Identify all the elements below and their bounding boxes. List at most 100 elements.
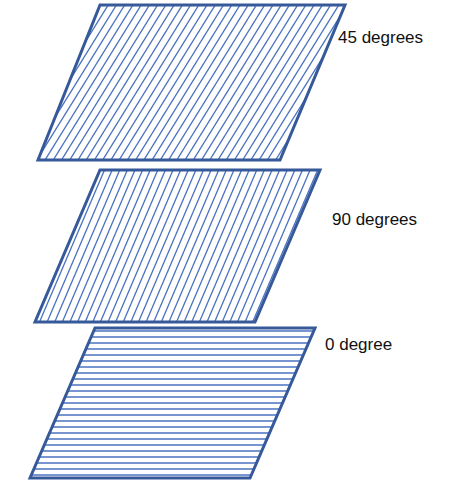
hatch-line: [0, 408, 461, 409]
hatch-line: [214, 0, 461, 480]
hatch-line: [0, 300, 461, 301]
hatch-line: [0, 396, 461, 397]
hatch-line: [0, 120, 461, 121]
hatch-line: [183, 0, 461, 480]
hatch-line: [2, 0, 317, 480]
hatch-line: [0, 0, 265, 480]
hatch-line: [0, 192, 461, 193]
hatch-line: [150, 0, 461, 480]
hatch-line: [201, 0, 461, 480]
hatch-line: [94, 0, 461, 480]
hatch-line: [240, 0, 461, 480]
hatch-line: [208, 0, 461, 480]
hatch-line: [163, 0, 461, 480]
hatch-line: [0, 276, 461, 277]
hatch-line: [0, 258, 461, 259]
hatch-line: [0, 114, 461, 115]
hatch-line: [0, 0, 147, 264]
hatch-line: [0, 246, 461, 247]
hatch-line: [285, 0, 461, 480]
hatch-line: [165, 0, 461, 480]
hatch-line: [34, 0, 456, 456]
hatching: [0, 103, 461, 480]
hatch-line: [207, 0, 461, 480]
hatch-line: [153, 0, 461, 480]
hatch-line: [0, 0, 310, 480]
hatch-line: [189, 0, 461, 480]
hatch-line: [0, 0, 201, 480]
hatch-line: [0, 0, 78, 480]
hatch-line: [253, 0, 461, 480]
hatch-line: [0, 108, 461, 109]
hatch-line: [169, 0, 461, 480]
hatch-line: [136, 0, 461, 480]
hatch-line: [0, 324, 461, 325]
hatch-line: [0, 252, 461, 253]
hatch-line: [0, 174, 461, 175]
hatch-line: [0, 366, 461, 367]
hatch-line: [0, 132, 461, 133]
hatch-line: [176, 0, 461, 480]
hatch-line: [0, 0, 65, 480]
hatch-line: [0, 0, 155, 480]
hatch-line: [0, 126, 461, 127]
hatch-line: [291, 0, 461, 480]
hatch-line: [0, 0, 252, 480]
hatch-line: [0, 444, 461, 445]
ply-outline: [35, 170, 320, 322]
hatch-line: [8, 0, 323, 480]
hatch-line: [0, 0, 373, 405]
hatch-line: [0, 162, 461, 163]
hatch-line: [34, 0, 349, 480]
hatch-line: [47, 0, 362, 480]
hatch-line: [98, 0, 413, 480]
hatch-line: [130, 0, 461, 480]
hatch-line: [143, 0, 458, 480]
ply-outline: [38, 5, 345, 160]
hatch-line: [0, 0, 194, 294]
hatch-line: [0, 0, 104, 480]
hatch-line: [195, 0, 461, 480]
hatch-line: [0, 0, 175, 480]
hatch-line: [0, 474, 461, 475]
hatch-line: [0, 0, 224, 312]
hatch-line: [0, 138, 461, 139]
hatch-line: [0, 462, 461, 463]
hatch-line: [0, 450, 461, 451]
ply-angle-label: 45 degrees: [338, 28, 423, 48]
hatch-line: [40, 0, 355, 480]
hatch-line: [201, 0, 461, 480]
hatch-line: [137, 0, 452, 480]
hatch-line: [0, 426, 461, 427]
hatch-line: [86, 0, 401, 480]
hatch-line: [0, 0, 396, 419]
hatch-line: [0, 432, 461, 433]
hatch-line: [79, 0, 394, 480]
hatch-line: [112, 0, 461, 480]
hatch-line: [0, 180, 461, 181]
hatch-line: [0, 0, 136, 480]
hatch-line: [0, 294, 461, 295]
hatch-line: [234, 0, 461, 480]
hatch-line: [0, 282, 461, 283]
hatch-line: [0, 360, 461, 361]
hatch-line: [221, 0, 461, 480]
hatch-line: [156, 0, 461, 480]
hatch-line: [0, 420, 461, 421]
hatch-line: [53, 0, 368, 480]
hatch-line: [0, 0, 207, 480]
hatch-line: [0, 0, 85, 480]
hatch-line: [0, 198, 461, 199]
hatch-line: [106, 0, 461, 480]
hatch-line: [266, 0, 461, 480]
ply-angle-label: 90 degrees: [332, 210, 417, 230]
hatch-line: [92, 0, 407, 480]
hatch-line: [0, 414, 461, 415]
hatch-line: [0, 312, 461, 313]
hatch-line: [0, 0, 291, 480]
hatch-line: [0, 0, 117, 480]
hatch-line: [0, 402, 461, 403]
